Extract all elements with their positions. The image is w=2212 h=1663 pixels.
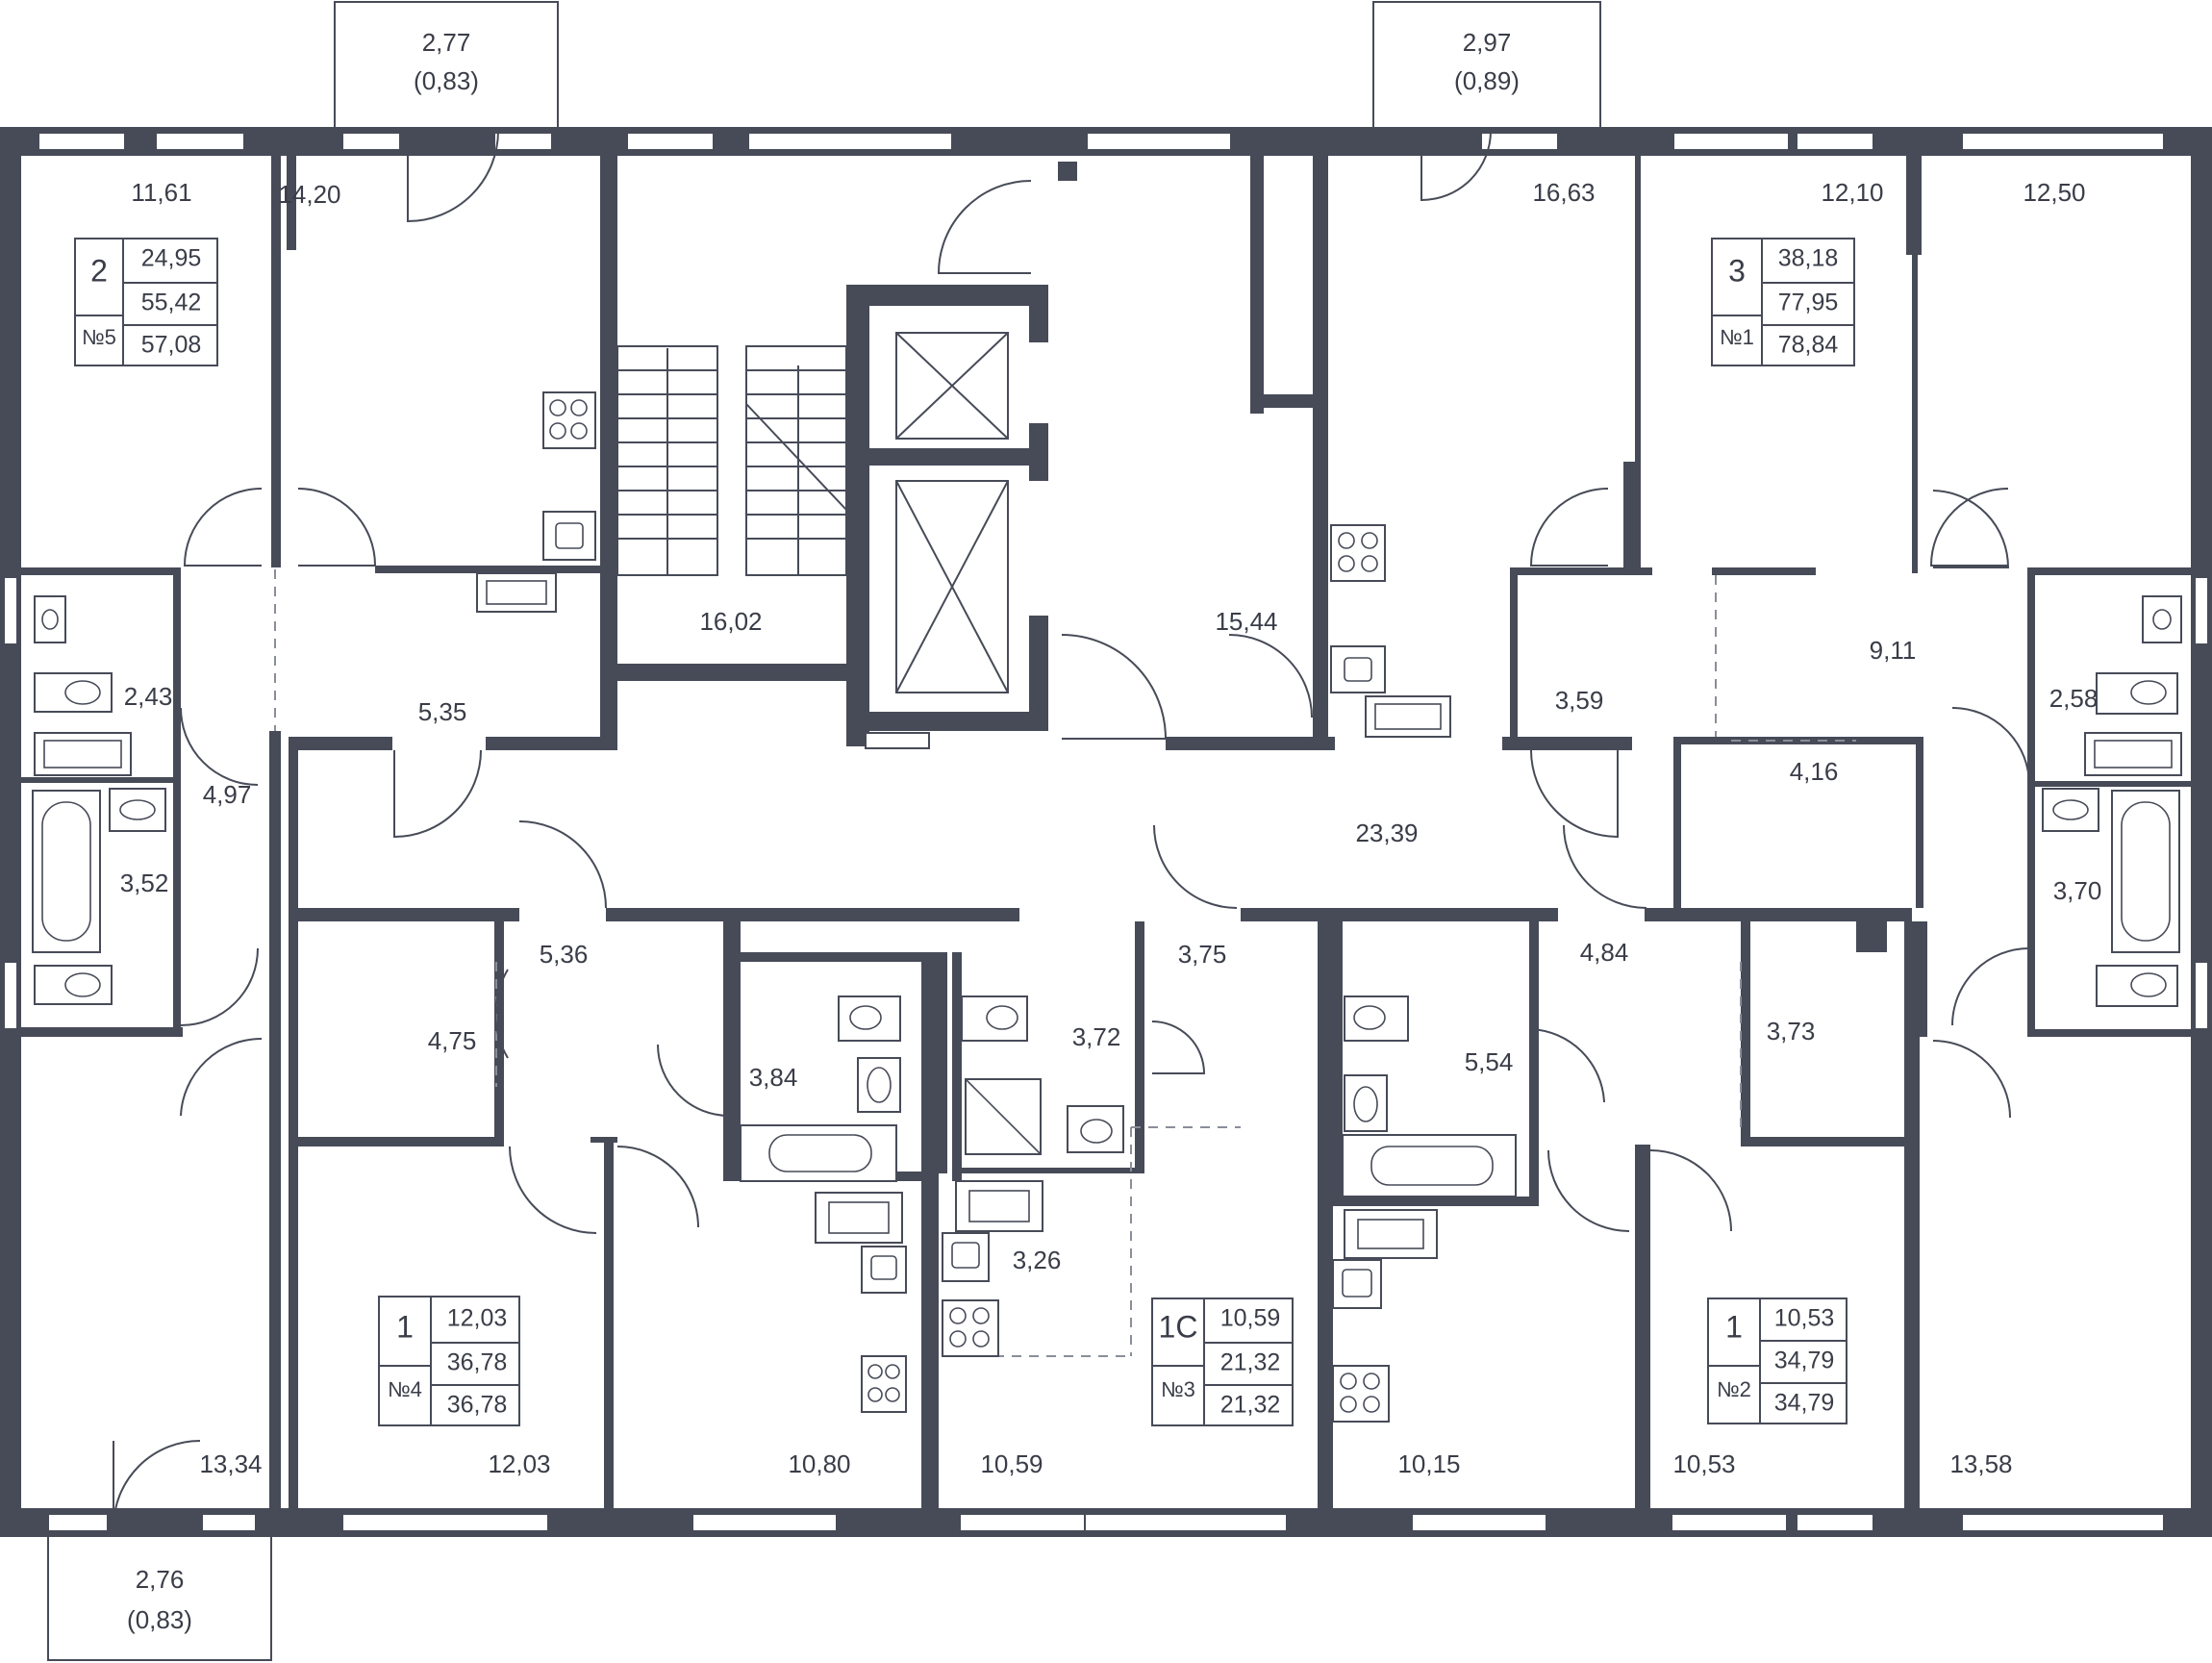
room-area: 2,58 (2049, 684, 2099, 713)
room-area: 23,39 (1355, 819, 1418, 847)
room-area: 3,59 (1555, 686, 1604, 715)
balcony-bottom-left (47, 1526, 272, 1661)
room-area: 16,63 (1532, 178, 1595, 207)
room-area-labels: 11,61 14,20 16,63 12,10 12,50 2,43 4,97 … (120, 178, 2102, 1478)
room-area: 3,73 (1767, 1017, 1816, 1046)
room-area: 3,26 (1013, 1246, 1062, 1274)
apartment-total-with-balcony: 36,78 (447, 1392, 508, 1419)
apartment-total-area: 55,42 (141, 290, 202, 316)
balcony-area: 2,76 (136, 1565, 185, 1594)
zone-separators (274, 569, 1856, 1357)
apartment-info-box: 1С №3 10,59 21,32 21,32 (1151, 1298, 1294, 1426)
room-area: 3,70 (2053, 876, 2102, 905)
balcony-area: 2,77 (422, 28, 471, 57)
room-area: 4,16 (1790, 757, 1839, 786)
room-area: 3,52 (120, 869, 169, 897)
room-area: 16,02 (699, 607, 762, 636)
apartment-number: №5 (82, 325, 116, 349)
room-area: 12,50 (2023, 178, 2085, 207)
apartment-total-area: 77,95 (1778, 290, 1839, 316)
room-area: 15,44 (1215, 607, 1277, 636)
apartment-rooms: 1С (1159, 1309, 1198, 1344)
balcony-area: 2,97 (1463, 28, 1512, 57)
apartment-number: №3 (1161, 1377, 1195, 1401)
apartment-number: №4 (388, 1377, 422, 1401)
apartment-rooms: 3 (1728, 253, 1746, 288)
room-area: 3,75 (1178, 940, 1227, 969)
apartment-total-area: 34,79 (1774, 1348, 1835, 1374)
room-area: 2,43 (124, 682, 173, 711)
apartment-total-with-balcony: 78,84 (1778, 332, 1839, 359)
interior-walls (17, 154, 2191, 1508)
fixtures (32, 391, 2182, 1423)
room-area: 10,59 (980, 1449, 1043, 1478)
apartment-living-area: 10,53 (1774, 1305, 1835, 1332)
room-area: 5,54 (1465, 1047, 1514, 1076)
apartment-living-area: 24,95 (141, 245, 202, 272)
windows (3, 132, 2209, 1532)
apartment-total-area: 36,78 (447, 1349, 508, 1376)
apartment-number: №2 (1717, 1377, 1751, 1401)
balcony-reduced-area: (0,83) (127, 1605, 192, 1634)
room-area: 10,15 (1397, 1449, 1460, 1478)
room-area: 13,58 (1949, 1449, 2012, 1478)
apartment-total-with-balcony: 34,79 (1774, 1390, 1835, 1417)
room-area: 12,10 (1821, 178, 1883, 207)
room-area: 9,11 (1870, 636, 1917, 665)
apartment-info-box: 1 №4 12,03 36,78 36,78 (378, 1296, 520, 1426)
room-area: 11,61 (131, 178, 191, 207)
stairs (616, 345, 847, 576)
elevators (895, 332, 1009, 693)
apartment-number: №1 (1720, 325, 1754, 349)
apartment-rooms: 2 (90, 253, 108, 288)
apartment-living-area: 12,03 (447, 1305, 508, 1332)
room-area: 5,35 (418, 697, 467, 726)
apartment-info-box: 3 №1 38,18 77,95 78,84 (1711, 238, 1855, 366)
doors (113, 130, 2030, 1528)
balcony-reduced-area: (0,83) (414, 66, 479, 95)
apartment-info-box: 1 №2 10,53 34,79 34,79 (1707, 1298, 1848, 1424)
apartment-total-with-balcony: 57,08 (141, 332, 202, 359)
apartment-rooms: 1 (396, 1309, 414, 1344)
outer-walls (0, 127, 2212, 1537)
room-area: 12,03 (488, 1449, 550, 1478)
room-area: 4,84 (1580, 938, 1629, 967)
apartment-total-area: 21,32 (1220, 1349, 1281, 1376)
room-area: 4,75 (428, 1026, 477, 1055)
room-area: 4,97 (203, 780, 252, 809)
apartment-living-area: 38,18 (1778, 245, 1839, 272)
room-area: 10,80 (788, 1449, 850, 1478)
room-area: 5,36 (540, 940, 589, 969)
room-area: 13,34 (199, 1449, 262, 1478)
apartment-rooms: 1 (1725, 1309, 1743, 1344)
apartment-total-with-balcony: 21,32 (1220, 1392, 1281, 1419)
apartment-living-area: 10,59 (1220, 1305, 1281, 1332)
balcony-labels: 2,77 (0,83) 2,97 (0,89) 2,76 (0,83) (127, 28, 1520, 1634)
room-area: 14,20 (278, 180, 340, 209)
room-area: 10,53 (1672, 1449, 1735, 1478)
room-area: 3,84 (749, 1063, 798, 1092)
room-area: 3,72 (1072, 1022, 1121, 1051)
apartment-info-box: 2 №5 24,95 55,42 57,08 (74, 238, 218, 366)
balcony-reduced-area: (0,89) (1454, 66, 1520, 95)
